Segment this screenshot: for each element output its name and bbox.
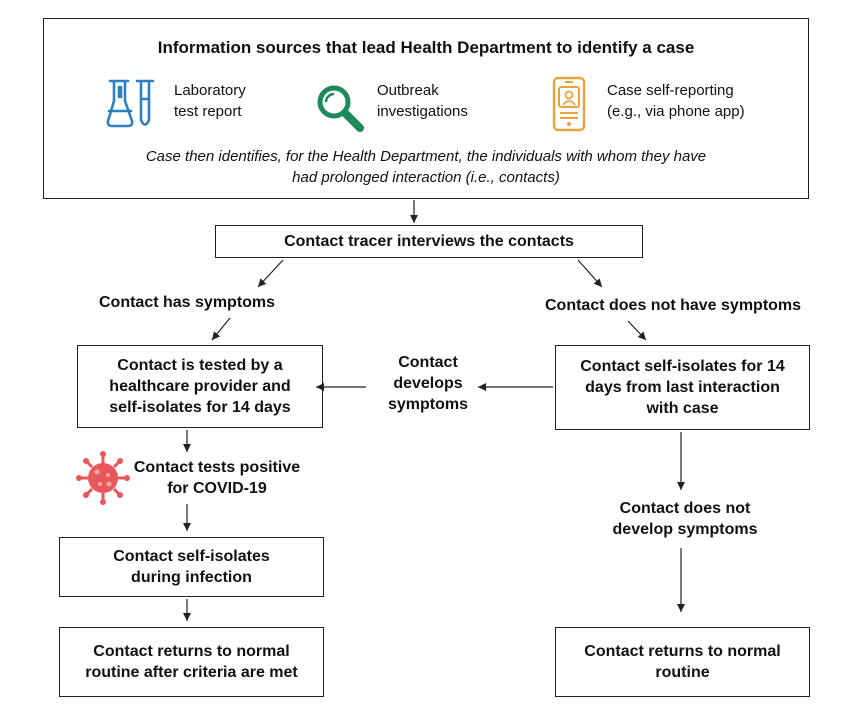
does-not-develop-label: Contact does not develop symptoms — [612, 500, 758, 538]
arrow-no-symptoms-to-isolates — [627, 320, 647, 341]
arrow-has-symptoms-to-tested — [211, 317, 231, 341]
source-outbreak-label: Outbreak investigations — [377, 82, 468, 120]
information-sources-title: Information sources that lead Health Dep… — [157, 38, 695, 57]
tests-positive-label: Contact tests positive for COVID-19 — [133, 459, 301, 497]
test-tubes-icon — [106, 79, 155, 128]
phone-app-icon — [552, 76, 586, 132]
has-symptoms-label: Contact has symptoms — [99, 294, 276, 311]
tested-isolates-box: Contact is tested by a healthcare provid… — [77, 345, 323, 428]
case-identifies-note: Case then identifies, for the Health Dep… — [145, 148, 707, 186]
virus-icon — [76, 451, 130, 505]
arrow-tracer-to-no-symptoms — [577, 259, 603, 288]
information-sources-box — [43, 18, 809, 199]
returns-criteria-box: Contact returns to normal routine after … — [59, 627, 324, 697]
arrow-tracer-to-has-symptoms — [257, 259, 284, 288]
returns-normal-box: Contact returns to normal routine — [555, 627, 810, 697]
isolates-infection-box: Contact self-isolates during infection — [59, 537, 324, 597]
develops-symptoms-label: Contact develops symptoms — [387, 354, 469, 413]
magnifying-glass-icon — [317, 85, 364, 132]
self-isolates-14-box: Contact self-isolates for 14 days from l… — [555, 345, 810, 430]
source-lab-label: Laboratory test report — [174, 82, 246, 120]
contact-tracer-box: Contact tracer interviews the contacts — [215, 225, 643, 258]
no-symptoms-label: Contact does not have symptoms — [545, 297, 802, 314]
source-self-report-label: Case self-reporting (e.g., via phone app… — [607, 82, 745, 120]
